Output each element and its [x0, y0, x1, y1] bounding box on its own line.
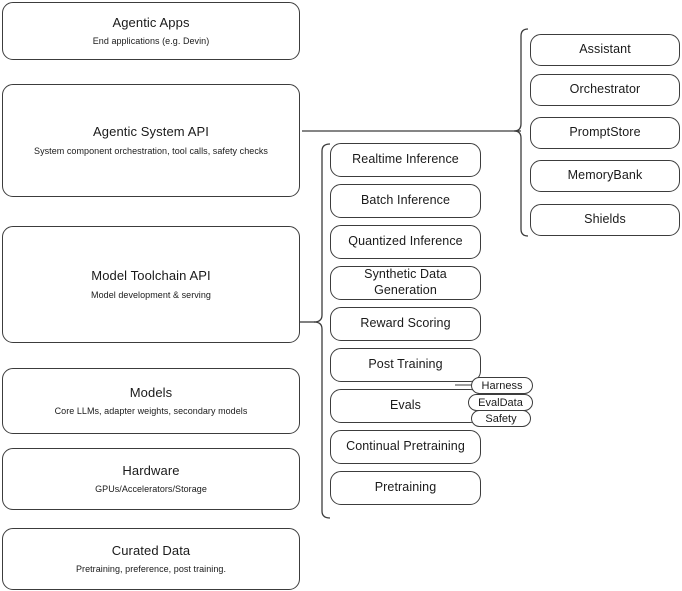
stack-layer-model-toolchain-api[interactable]: Model Toolchain API Model development & …: [2, 226, 300, 343]
toolchain-component-synthetic-data-generation[interactable]: Synthetic Data Generation: [330, 266, 481, 300]
eval-subcomponent-label: EvalData: [478, 396, 523, 409]
toolchain-component-label: Synthetic Data Generation: [364, 267, 447, 297]
system-component-label: Shields: [584, 212, 626, 227]
brace-system-components: [513, 28, 529, 237]
toolchain-component-continual-pretraining[interactable]: Continual Pretraining: [330, 430, 481, 464]
toolchain-component-reward-scoring[interactable]: Reward Scoring: [330, 307, 481, 341]
system-component-assistant[interactable]: Assistant: [530, 34, 680, 66]
system-component-label: Assistant: [579, 42, 631, 57]
stack-layer-subtitle: Model development & serving: [91, 289, 211, 300]
toolchain-component-quantized-inference[interactable]: Quantized Inference: [330, 225, 481, 259]
toolchain-component-label: Realtime Inference: [352, 152, 459, 167]
stack-layer-curated-data[interactable]: Curated Data Pretraining, preference, po…: [2, 528, 300, 590]
system-component-label: PromptStore: [569, 125, 641, 140]
toolchain-component-label: Quantized Inference: [348, 234, 463, 249]
system-component-promptstore[interactable]: PromptStore: [530, 117, 680, 149]
eval-subcomponent-safety[interactable]: Safety: [471, 410, 531, 427]
toolchain-component-label: Post Training: [368, 357, 443, 372]
stack-layer-title: Model Toolchain API: [91, 268, 211, 284]
stack-layer-models[interactable]: Models Core LLMs, adapter weights, secon…: [2, 368, 300, 434]
eval-subcomponent-label: Harness: [481, 379, 523, 392]
stack-layer-agentic-system-api[interactable]: Agentic System API System component orch…: [2, 84, 300, 197]
eval-subcomponent-harness[interactable]: Harness: [471, 377, 533, 394]
stack-layer-hardware[interactable]: Hardware GPUs/Accelerators/Storage: [2, 448, 300, 510]
stack-layer-subtitle: End applications (e.g. Devin): [92, 36, 210, 46]
toolchain-component-batch-inference[interactable]: Batch Inference: [330, 184, 481, 218]
eval-subcomponent-label: Safety: [485, 412, 517, 425]
toolchain-component-label: Continual Pretraining: [346, 439, 465, 454]
system-component-label: Orchestrator: [569, 82, 641, 97]
stack-layer-agentic-apps[interactable]: Agentic Apps End applications (e.g. Devi…: [2, 2, 300, 60]
eval-subcomponent-evaldata[interactable]: EvalData: [468, 394, 533, 411]
stack-layer-subtitle: Core LLMs, adapter weights, secondary mo…: [54, 406, 248, 416]
stack-layer-title: Agentic Apps: [112, 14, 190, 30]
toolchain-component-realtime-inference[interactable]: Realtime Inference: [330, 143, 481, 177]
toolchain-component-label: Reward Scoring: [360, 316, 451, 331]
stack-layer-subtitle: GPUs/Accelerators/Storage: [95, 484, 207, 494]
stack-layer-title: Agentic System API: [93, 124, 209, 140]
system-component-shields[interactable]: Shields: [530, 204, 680, 236]
toolchain-component-pretraining[interactable]: Pretraining: [330, 471, 481, 505]
toolchain-component-label: Batch Inference: [360, 193, 451, 208]
system-component-memorybank[interactable]: MemoryBank: [530, 160, 680, 192]
brace-toolchain-components: [313, 143, 331, 519]
toolchain-component-evals[interactable]: Evals: [330, 389, 481, 423]
stack-layer-subtitle: System component orchestration, tool cal…: [34, 145, 268, 156]
system-component-orchestrator[interactable]: Orchestrator: [530, 74, 680, 106]
system-component-label: MemoryBank: [567, 168, 643, 183]
toolchain-component-post-training[interactable]: Post Training: [330, 348, 481, 382]
stack-layer-subtitle: Pretraining, preference, post training.: [75, 564, 227, 574]
stack-layer-title: Hardware: [122, 462, 180, 478]
stack-layer-title: Curated Data: [111, 542, 191, 558]
toolchain-component-label: Evals: [389, 398, 422, 413]
stack-layer-title: Models: [129, 384, 173, 400]
toolchain-component-label: Pretraining: [374, 480, 437, 495]
